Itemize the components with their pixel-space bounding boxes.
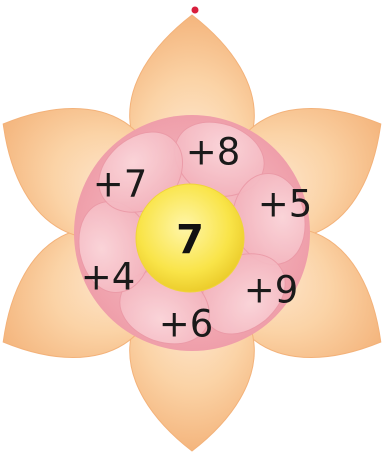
addend-top: +8	[186, 131, 241, 174]
addend-upper-left: +7	[93, 163, 148, 206]
addend-bottom: +6	[159, 303, 214, 346]
top-dot	[192, 7, 199, 14]
addend-upper-right: +5	[258, 183, 313, 226]
addend-lower-left: +4	[81, 256, 136, 299]
addend-lower-right: +9	[244, 269, 299, 312]
center-number: 7	[176, 217, 204, 263]
